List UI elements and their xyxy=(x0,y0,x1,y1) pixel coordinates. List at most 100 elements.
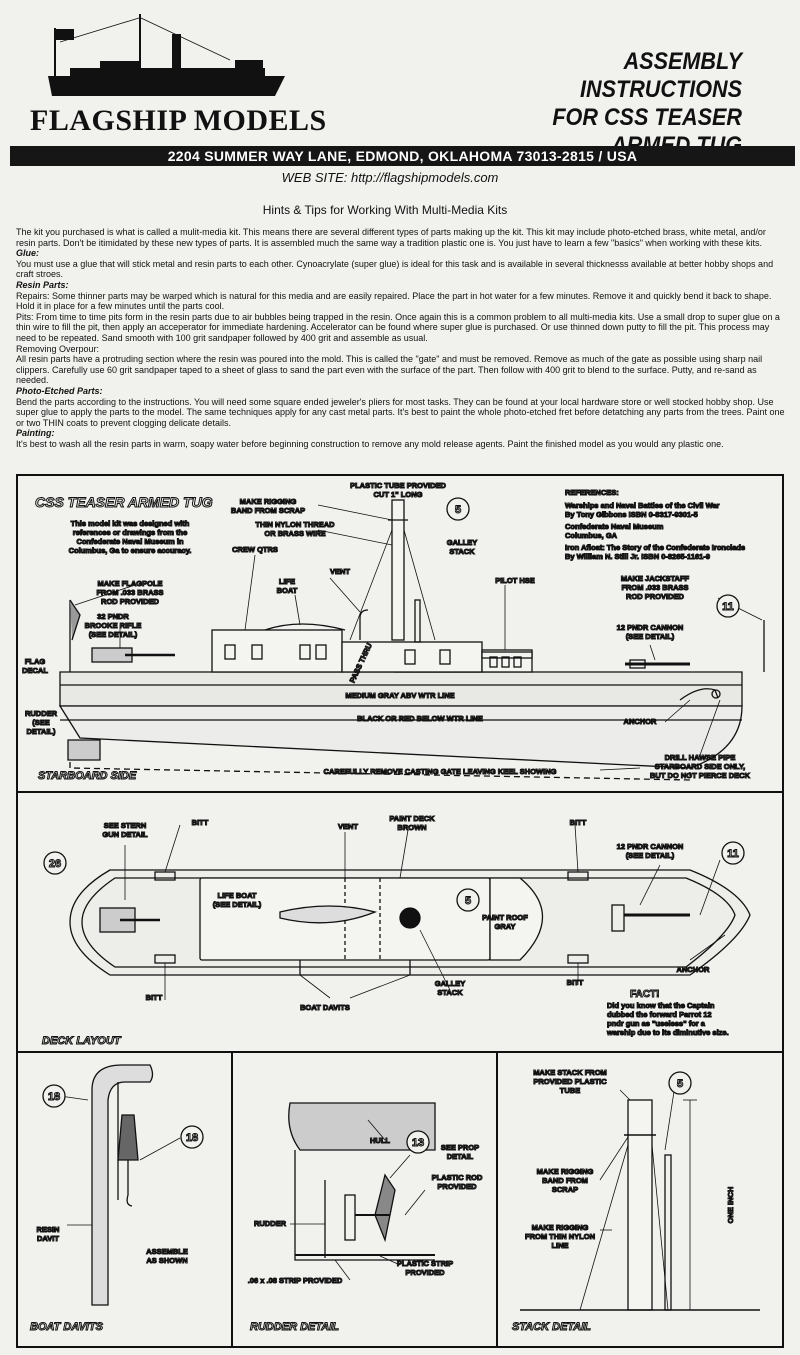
caption-rudder: RUDDER DETAIL xyxy=(250,1321,339,1333)
reference-4: Columbus, GA xyxy=(565,531,618,540)
rudder-label-hull: HULL xyxy=(370,1136,390,1145)
drawing-frame xyxy=(16,474,784,1348)
pe-paragraph: Bend the parts according to the instruct… xyxy=(16,396,785,428)
label-galley-1: GALLEY xyxy=(447,538,477,547)
label-rifle-2: BROOKE RIFLE xyxy=(85,621,142,630)
deck-label-cannon-1: 12 PNDR CANNON xyxy=(617,842,684,851)
vent xyxy=(359,609,369,640)
num-11-deck: 11 xyxy=(727,848,739,860)
prop-shaft xyxy=(344,1194,356,1241)
label-flagpole-2: FROM .033 BRASS xyxy=(96,588,163,597)
page-title: ASSEMBLY INSTRUCTIONS FOR CSS TEASER ARM… xyxy=(508,48,742,160)
overpour-heading: Removing Overpour: xyxy=(16,343,100,354)
references-title: REFERENCES: xyxy=(565,488,619,497)
label-cannon-1: 12 PNDR CANNON xyxy=(617,623,684,632)
label-lifeboat-1: LIFE xyxy=(279,577,295,586)
label-rudder-1: RUDDER xyxy=(25,709,58,718)
label-flag-1: FLAG xyxy=(25,657,46,666)
rudder-label-strip06: .06 x .08 STRIP PROVIDED xyxy=(248,1276,343,1285)
galley-stack xyxy=(391,499,405,641)
stack-label-nylon-2: FROM THIN NYLON xyxy=(525,1232,595,1241)
stack-drawing xyxy=(520,1071,760,1311)
hints-title: Hints & Tips for Working With Multi-Medi… xyxy=(262,203,508,217)
painting-heading: Painting: xyxy=(16,428,55,439)
stack-label-band-1: MAKE RIGGING xyxy=(537,1167,594,1176)
stern-gun xyxy=(99,907,160,933)
pulley-block xyxy=(117,1114,139,1161)
label-nylon-2: OR BRASS WIRE xyxy=(264,529,325,538)
flag xyxy=(69,599,81,641)
label-tube-2: CUT 1" LONG xyxy=(374,490,423,499)
label-jackstaff-2: FROM .033 BRASS xyxy=(621,583,688,592)
reference-5: Iron Afloat: The Story of the Confederat… xyxy=(565,543,745,552)
davit-label-resin-2: DAVIT xyxy=(37,1234,59,1243)
stack-label-band-3: SCRAP xyxy=(552,1185,578,1194)
hull-upper xyxy=(59,671,743,707)
davit-label-resin-1: RESIN xyxy=(37,1225,60,1234)
hull-lower xyxy=(58,705,743,769)
pilot-roof xyxy=(489,877,543,961)
rudder-label-rod-2: PROVIDED xyxy=(437,1182,477,1191)
label-crew: CREW QTRS xyxy=(232,545,278,554)
reference-2: By Tony Gibbons ISBN 0-8317-9301-5 xyxy=(565,510,698,519)
label-hawse-2: STARBOARD SIDE ONLY, xyxy=(655,762,745,771)
life-boat xyxy=(264,623,346,631)
address-bar: 2204 SUMMER WAY LANE, EDMOND, OKLAHOMA 7… xyxy=(10,146,795,166)
deck-label-galley-1: GALLEY xyxy=(435,979,465,988)
deck-life-boat xyxy=(279,905,378,924)
rudder-label-rod-1: PLASTIC ROD xyxy=(432,1173,483,1182)
label-gray: MEDIUM GRAY ABV WTR LINE xyxy=(345,691,454,700)
starboard-desc-2: references or drawings from the xyxy=(73,528,188,537)
label-pilot: PILOT HSE xyxy=(495,576,535,585)
deck-label-stern-2: GUN DETAIL xyxy=(102,830,148,839)
num-26: 26 xyxy=(49,858,61,870)
deck-label-bitt-4: BITT xyxy=(567,978,584,987)
rudder-label-prop-2: DETAIL xyxy=(447,1152,474,1161)
num-5-stack: 5 xyxy=(677,1078,683,1090)
label-rigging-1: MAKE RIGGING xyxy=(240,497,297,506)
label-rifle-3: (SEE DETAIL) xyxy=(89,630,138,639)
callout-5-starboard xyxy=(446,497,470,521)
fact-line-4: warship due to its diminutive size. xyxy=(606,1028,729,1037)
instructions-text: The kit you purchased is what is called … xyxy=(16,227,786,449)
deck-label-stern-1: SEE STERN xyxy=(104,821,147,830)
fact-line-2: dubbed the forward Parrot 12 xyxy=(607,1010,712,1019)
num-5-deck: 5 xyxy=(465,895,471,907)
num-5-starboard: 5 xyxy=(455,504,461,516)
callout-11-deck xyxy=(721,841,745,865)
label-lifeboat-2: BOAT xyxy=(277,586,298,595)
label-rigging-2: BAND FROM SCRAP xyxy=(231,506,305,515)
pe-heading: Photo-Etched Parts: xyxy=(16,385,103,396)
davit-label-assemble-2: AS SHOWN xyxy=(146,1256,187,1265)
title-line-1: ASSEMBLY INSTRUCTIONS xyxy=(580,48,742,103)
starboard-profile xyxy=(58,497,765,781)
deck-cannon xyxy=(611,904,690,932)
rudder-label-strip-2: PROVIDED xyxy=(405,1268,445,1277)
callout-18-top xyxy=(42,1084,66,1108)
title-line-2: FOR CSS TEASER xyxy=(552,104,742,131)
rudder-label-prop-1: SEE PROP xyxy=(441,1143,479,1152)
deck-plan xyxy=(43,824,751,1000)
callout-13 xyxy=(406,1130,430,1154)
davit-drawing xyxy=(42,1064,204,1306)
davit-label-assemble-1: ASSEMBLE xyxy=(146,1247,188,1256)
brooke-rifle xyxy=(91,647,175,663)
callout-26 xyxy=(43,851,67,875)
website-link[interactable]: WEB SITE: http://flagshipmodels.com xyxy=(281,170,499,185)
stack-label-band-2: BAND FROM xyxy=(542,1176,588,1185)
label-rudder-3: DETAIL) xyxy=(26,727,56,736)
label-anchor-starboard: ANCHOR xyxy=(624,717,657,726)
davit-arm xyxy=(91,1064,154,1306)
starboard-desc-4: Columbus, Ga to ensure accuracy. xyxy=(69,546,192,555)
reference-1: Warships and Naval Battles of the Civil … xyxy=(565,501,720,510)
mid-cabin xyxy=(341,641,483,673)
stack-label-nylon-1: MAKE RIGGING xyxy=(532,1223,589,1232)
stack-label-inch: ONE INCH xyxy=(726,1187,735,1224)
rudder-label-rudder: RUDDER xyxy=(254,1219,287,1228)
stack-label-make-2: PROVIDED PLASTIC xyxy=(533,1077,607,1086)
bow-cannon xyxy=(625,659,690,669)
deck-inner-outline xyxy=(81,877,736,968)
label-flag-2: DECAL xyxy=(22,666,48,675)
